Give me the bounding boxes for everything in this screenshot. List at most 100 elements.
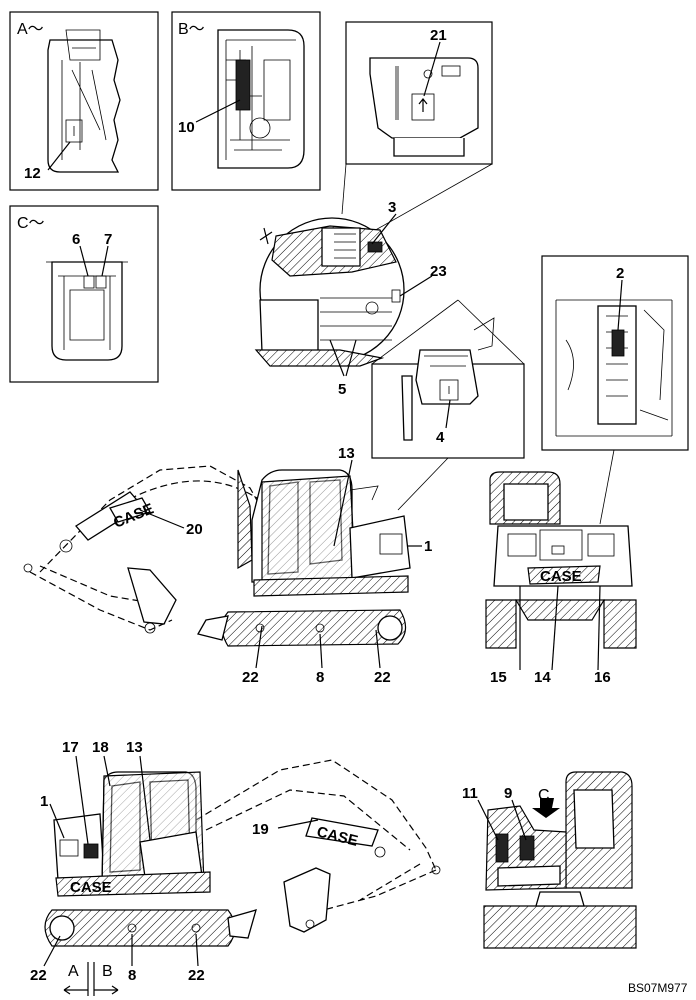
drawing-code: BS07M977: [628, 981, 688, 995]
callout-16: 16: [594, 669, 611, 686]
leader-2: [617, 279, 623, 331]
leader-10: [195, 99, 241, 123]
decal-1-panel-left: [379, 533, 403, 555]
decal-17-block: [83, 843, 99, 859]
detail-view-b: B～ 10: [171, 11, 321, 191]
decal-7-panel: [95, 275, 107, 289]
callout-10: 10: [178, 119, 195, 136]
boom-cylinder-right: [305, 817, 379, 847]
callout-9: 9: [504, 785, 512, 802]
excavator-right-view: CASE CASE 1 17 18 13 19 22 8: [30, 739, 441, 996]
detail-frame-a: [9, 11, 159, 191]
leader-1-right: [49, 803, 65, 839]
leader-6: [79, 245, 89, 277]
callout-13-left: 13: [338, 445, 355, 462]
callout-8-right: 8: [128, 967, 136, 984]
detail-frame-b: [171, 11, 321, 191]
leader-22a-left: [255, 625, 263, 669]
leader-14: [551, 585, 559, 671]
callout-14: 14: [534, 669, 551, 686]
callout-22a-left: 22: [242, 669, 259, 686]
track-front: [483, 905, 637, 949]
callout-12: 12: [24, 165, 41, 182]
leader-19: [277, 819, 319, 829]
view-label-a: A～: [17, 21, 44, 38]
callout-22b-right: 22: [188, 967, 205, 984]
detail-frame-2: [541, 255, 689, 451]
leader-22b-right: [195, 933, 199, 967]
callout-8-left: 8: [316, 669, 324, 686]
rear-case-logo: CASE: [540, 568, 582, 585]
callout-17: 17: [62, 739, 79, 756]
callout-4: 4: [436, 429, 445, 446]
section-mark-b: B: [102, 963, 113, 980]
leader-11: [477, 799, 499, 841]
detail-frame-21: [345, 21, 493, 165]
bucket-left: [127, 567, 177, 625]
decal-4-panel: [439, 379, 459, 401]
detail-frame-c: [9, 205, 159, 383]
decal-12-panel: [65, 119, 83, 143]
decal-9-block: [519, 835, 535, 861]
callout-1-right: 1: [40, 793, 48, 810]
detail-panel-4: 4: [371, 299, 525, 511]
leader-5a: [329, 339, 345, 377]
section-mark-a: A: [68, 963, 79, 980]
view-c-arrow-icon: [532, 798, 560, 818]
callout-7: 7: [104, 231, 112, 248]
callout-23: 23: [430, 263, 447, 280]
decal-1-panel-right: [59, 839, 79, 857]
leader-3: [371, 213, 397, 245]
leader-13-left: [333, 459, 353, 547]
cab-circle-detail: 3 23 5: [254, 199, 447, 398]
bucket-right: [283, 867, 331, 933]
callout-22b-left: 22: [374, 669, 391, 686]
detail-view-a: A～ 12: [9, 11, 159, 191]
leader-17: [75, 755, 89, 845]
leader-4: [445, 399, 451, 429]
decal-11-block: [495, 833, 509, 863]
leader-13-right: [139, 755, 151, 841]
leader-8-left: [319, 633, 323, 669]
leader-23: [399, 275, 433, 297]
leader-12: [47, 141, 71, 171]
callout-5: 5: [338, 381, 346, 398]
leader-16: [597, 585, 601, 671]
callout-21: 21: [430, 27, 447, 44]
callout-6: 6: [72, 231, 80, 248]
arrow-c-label: C: [538, 787, 550, 804]
leader-7: [101, 245, 109, 277]
leader-9: [511, 799, 527, 841]
leader-21: [423, 41, 441, 97]
excavator-front-view: C 11 9: [462, 771, 637, 949]
leader-22b-left: [375, 629, 381, 669]
decal-6-panel: [83, 275, 95, 289]
leader-20: [139, 509, 185, 529]
excavator-left-view: CASE 1 13 20 22 8 22: [23, 445, 432, 686]
callout-15: 15: [490, 669, 507, 686]
callout-19: 19: [252, 821, 269, 838]
decal-3-block: [367, 241, 383, 253]
right-case-logo: CASE: [70, 879, 112, 896]
callout-3: 3: [388, 199, 396, 216]
view-label-c: C～: [17, 215, 45, 232]
callout-1-left: 1: [424, 538, 432, 555]
detail-panel-21: 21: [341, 21, 493, 233]
callout-13-right: 13: [126, 739, 143, 756]
leader-18: [103, 755, 111, 787]
excavator-rear-view: CASE 15 14 16: [485, 471, 637, 686]
callout-18: 18: [92, 739, 109, 756]
decal-14-panel: [551, 545, 565, 555]
track-rear-left: [485, 599, 517, 649]
callout-22a-right: 22: [30, 967, 47, 984]
callout-11: 11: [462, 785, 478, 802]
detail-panel-2: 2: [541, 255, 689, 525]
track-rear-right: [603, 599, 637, 649]
view-label-b: B～: [178, 21, 205, 38]
leader-5b: [345, 339, 357, 377]
detail-view-c: C～ 6 7: [9, 205, 159, 383]
callout-2: 2: [616, 265, 624, 282]
callout-20: 20: [186, 521, 203, 538]
leader-22a-right: [43, 935, 61, 967]
